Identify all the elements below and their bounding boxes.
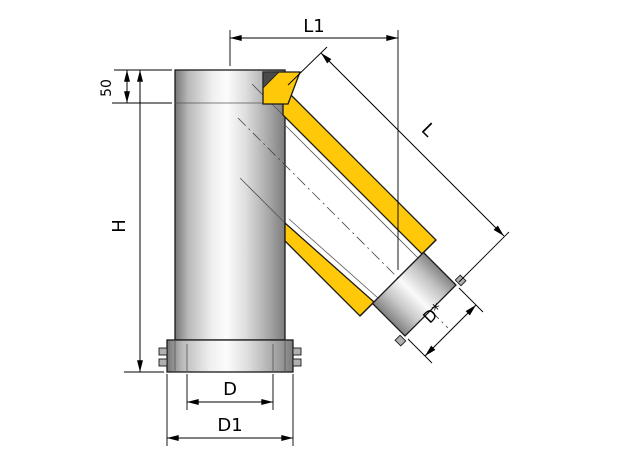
dim-dstar-extension-top	[458, 287, 484, 313]
dim-d1-label: D1	[217, 415, 242, 436]
pipe-body	[174, 69, 286, 341]
dim-dstar-extension-bottom	[407, 338, 433, 364]
flange-clamp-tab-right-2	[292, 358, 302, 367]
branch-inner-wall-extension-bottom	[239, 177, 286, 224]
dim-l-label: L	[417, 119, 439, 141]
dim-l-line	[320, 52, 505, 237]
branch-inner-tube-line-bottom	[288, 218, 379, 299]
insulation-band-top	[282, 85, 437, 255]
dim-50-label: 50	[99, 79, 115, 97]
insulation-collar-top	[262, 71, 301, 105]
vertical-pipe	[158, 69, 449, 373]
socket-clamp-tab-bottom	[394, 334, 407, 347]
weld-section-triangle	[262, 71, 280, 89]
dimensions: L1 L H 50 D D1 D*	[99, 16, 510, 446]
branch-socket-spigot	[371, 251, 457, 337]
dim-d-label: D	[223, 379, 237, 400]
flange-clamp-tab-left-2	[158, 358, 168, 367]
dim-l1-label: L1	[303, 16, 324, 37]
insulation-band-bottom	[284, 221, 375, 317]
pipe-bottom-flange	[166, 339, 294, 373]
flange-clamp-tab-left-1	[158, 347, 168, 356]
dim-h-label: H	[109, 219, 130, 233]
flange-clamp-tab-right-1	[292, 347, 302, 356]
dim-dstar-line	[424, 304, 477, 357]
dim-l-extension-end	[458, 231, 510, 283]
dim-l-extension-start	[287, 46, 328, 86]
